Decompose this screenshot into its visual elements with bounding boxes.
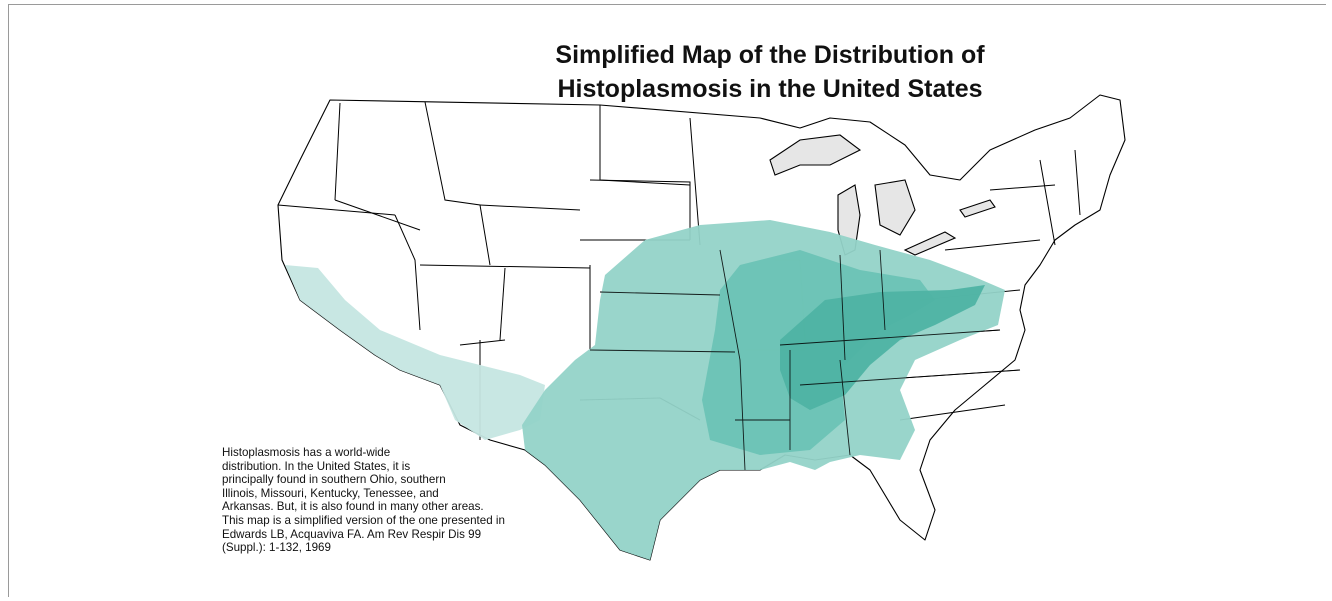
- zone-darkest-area: [780, 285, 985, 410]
- caption-line: Illinois, Missouri, Kentucky, Tenessee, …: [222, 486, 439, 500]
- lake-superior: [769, 134, 862, 176]
- map-caption: Histoplasmosis has a world-wide distribu…: [222, 446, 602, 555]
- great-lakes: [769, 134, 996, 256]
- caption-line: (Suppl.): 1-132, 1969: [222, 541, 331, 555]
- lake-huron: [874, 179, 916, 236]
- caption-line: This map is a simplified version of the …: [222, 513, 505, 527]
- caption-line: Arkansas. But, it is also found in many …: [222, 500, 484, 514]
- caption-line: Histoplasmosis has a world-wide: [222, 446, 391, 459]
- caption-line: Edwards LB, Acquaviva FA. Am Rev Respir …: [222, 527, 482, 541]
- map-title-line-1: Simplified Map of the Distribution of: [555, 41, 985, 69]
- map-title: Simplified Map of the Distribution of Hi…: [470, 38, 1070, 106]
- caption-line: principally found in southern Ohio, sout…: [222, 473, 446, 487]
- caption-line: distribution. In the United States, it i…: [222, 459, 411, 473]
- zone-light-area: [285, 265, 545, 440]
- lake-ontario: [959, 199, 996, 218]
- lake-erie: [903, 231, 957, 256]
- image-frame: [8, 4, 1326, 597]
- map-title-line-2: Histoplasmosis in the United States: [557, 75, 983, 103]
- state-borders-overlay: [589, 249, 1021, 471]
